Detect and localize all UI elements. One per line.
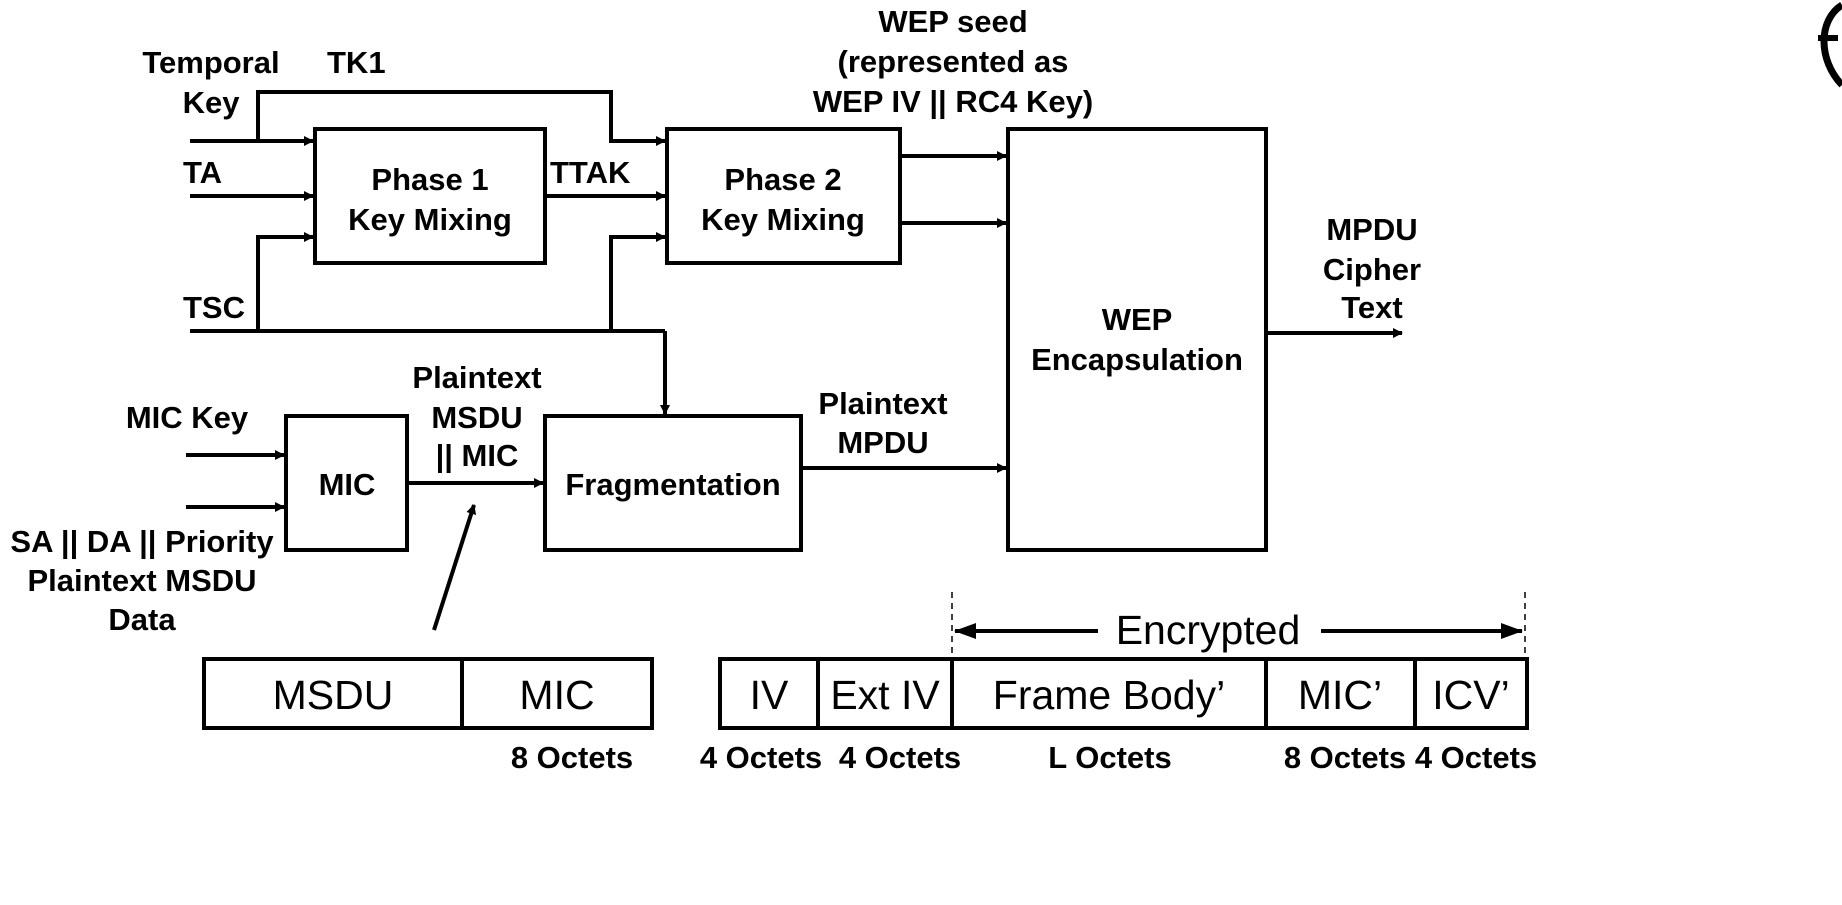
phase1-block: Phase 1 Key Mixing xyxy=(313,127,547,265)
frame-body-size-label: L Octets xyxy=(1048,740,1171,775)
msdu-mic-pointer-arrow xyxy=(432,504,477,631)
tsc-label: TSC xyxy=(183,290,245,325)
plain-msdu-mic-label-line2: MSDU xyxy=(431,400,522,435)
tsc-to-phase1-arrow xyxy=(256,232,314,331)
logo-fragment xyxy=(1818,2,1842,88)
sa-da-label-line1: SA || DA || Priority xyxy=(10,524,274,559)
mpdu-cipher-label-line1: MPDU xyxy=(1326,212,1417,247)
phase2-label-line2: Key Mixing xyxy=(701,202,865,237)
msdu-frame-outline xyxy=(202,657,654,730)
wep-seed-label-line3: WEP IV || RC4 Key) xyxy=(813,84,1093,119)
sa-da-label-line2: Plaintext MSDU xyxy=(27,563,256,598)
wep-seed-label-line2: (represented as xyxy=(838,44,1069,79)
ext-iv-size-label: 4 Octets xyxy=(839,740,961,775)
tsc-to-phase2-arrow xyxy=(609,232,666,331)
mpdu-cipher-label-line2: Cipher xyxy=(1323,252,1421,287)
ta-label: TA xyxy=(183,155,222,190)
plain-msdu-mic-label-line3: || MIC xyxy=(436,438,519,473)
encrypted-label: Encrypted xyxy=(1116,607,1301,653)
phase2-label-line1: Phase 2 xyxy=(724,162,841,197)
mic-block: MIC xyxy=(284,414,409,552)
temporal-key-label-line1: Temporal xyxy=(142,45,279,80)
phase2-block: Phase 2 Key Mixing xyxy=(665,127,902,265)
icv-prime-size-label: 4 Octets xyxy=(1415,740,1537,775)
tk1-label: TK1 xyxy=(327,45,386,80)
encrypted-span: Encrypted xyxy=(951,592,1526,659)
temporal-key-label-line2: Key xyxy=(183,85,241,120)
fragmentation-block: Fragmentation xyxy=(543,414,803,552)
sa-da-label-line3: Data xyxy=(108,602,176,637)
wep-block: WEP Encapsulation xyxy=(1006,127,1268,552)
plain-msdu-mic-label-line1: Plaintext xyxy=(412,360,541,395)
mic-size-label: 8 Octets xyxy=(511,740,633,775)
wep-seed-label-line1: WEP seed xyxy=(878,4,1027,39)
msdu-field: MSDU xyxy=(273,672,394,718)
mpdu-frame-outline xyxy=(718,657,1529,730)
wep-label-line2: Encapsulation xyxy=(1031,342,1243,377)
plain-mpdu-label-line2: MPDU xyxy=(837,425,928,460)
icv-prime-field: ICV’ xyxy=(1432,672,1509,718)
mic-key-label: MIC Key xyxy=(126,400,249,435)
fragmentation-label: Fragmentation xyxy=(565,467,780,502)
plain-mpdu-label-line1: Plaintext xyxy=(818,386,947,421)
mpdu-cipher-label-line3: Text xyxy=(1341,290,1402,325)
phase1-label-line1: Phase 1 xyxy=(371,162,488,197)
wep-label-line1: WEP xyxy=(1102,302,1173,337)
iv-field: IV xyxy=(750,672,789,718)
mic-field: MIC xyxy=(519,672,594,718)
ttak-label: TTAK xyxy=(550,155,631,190)
mpdu-frame: IV Ext IV Frame Body’ MIC’ ICV’ 4 Octets… xyxy=(700,657,1537,775)
mic-prime-field: MIC’ xyxy=(1298,672,1382,718)
frame-body-field: Frame Body’ xyxy=(993,672,1225,718)
tk1-arrow xyxy=(256,90,666,146)
ext-iv-field: Ext IV xyxy=(830,672,940,718)
mic-label: MIC xyxy=(319,467,376,502)
msdu-frame: MSDU MIC 8 Octets xyxy=(202,657,654,775)
phase1-label-line2: Key Mixing xyxy=(348,202,512,237)
iv-size-label: 4 Octets xyxy=(700,740,822,775)
mic-prime-size-label: 8 Octets xyxy=(1284,740,1406,775)
